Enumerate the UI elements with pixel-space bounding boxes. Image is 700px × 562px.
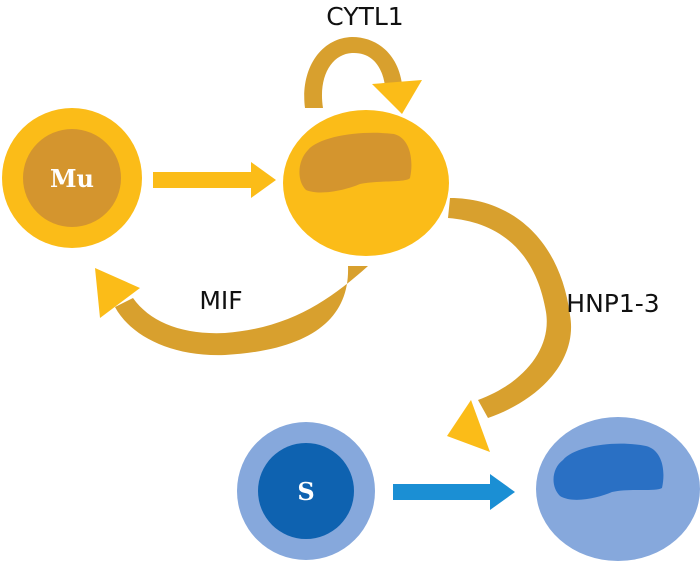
hnp-arrow-head	[447, 400, 490, 452]
blue-activated-cell	[536, 417, 700, 561]
s-cell: S	[237, 422, 375, 560]
s-cell-label: S	[297, 477, 314, 506]
mif-arrow-head	[95, 268, 140, 318]
hnp-arrow	[447, 198, 572, 452]
mu-to-activated-arrow	[153, 162, 276, 198]
s-to-blue-cell-arrow	[393, 474, 515, 510]
cytl1-loop-arrow	[304, 37, 422, 114]
blue-activated-cell-nucleus	[553, 443, 664, 500]
mif-arrow-body	[115, 266, 368, 356]
mu-cell-inner	[23, 129, 121, 227]
mu-cell: Mu	[2, 108, 142, 248]
cytl1-loop-head	[372, 80, 422, 114]
hnp-arrow-body	[448, 198, 572, 418]
mu-cell-label: Mu	[50, 164, 94, 193]
cytl1-loop-body	[304, 37, 402, 108]
activated-cell-nucleus	[299, 132, 412, 193]
mif-label: MIF	[199, 286, 242, 315]
cytl1-label: CYTL1	[326, 2, 403, 31]
activated-cell	[283, 110, 449, 256]
mif-arrow	[95, 266, 368, 356]
hnp-label: HNP1-3	[566, 289, 659, 318]
s-cell-inner	[258, 443, 354, 539]
